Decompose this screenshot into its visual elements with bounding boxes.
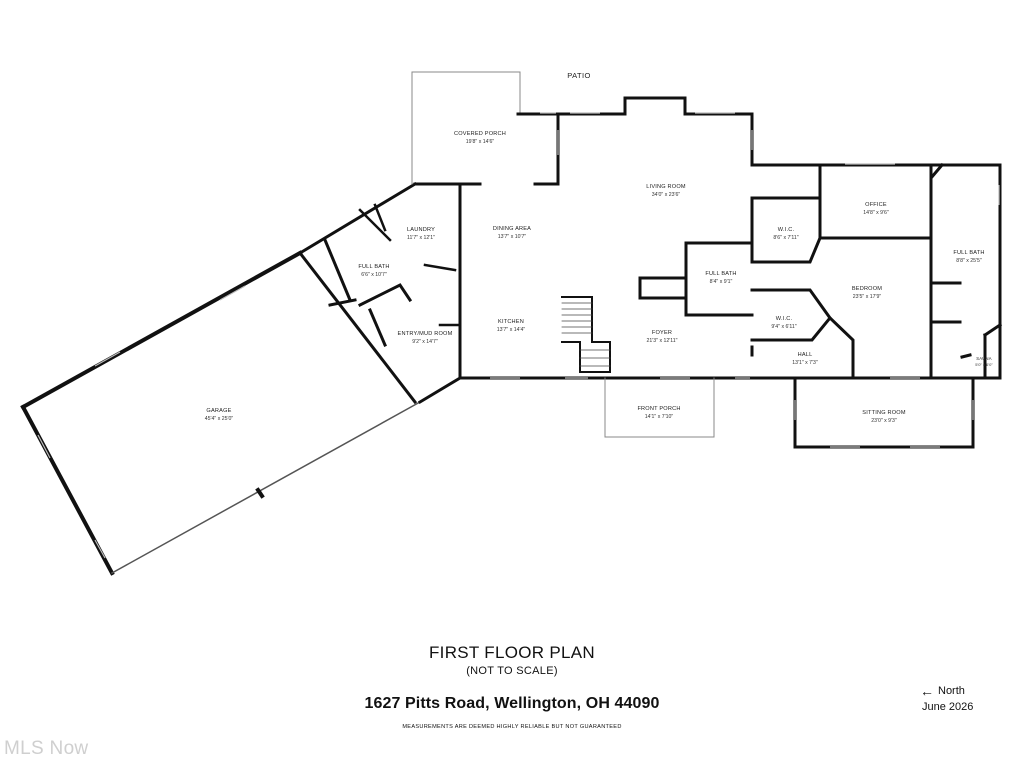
room-dims-wic-lower: 9'4" x 6'11" <box>771 324 796 330</box>
north-wall <box>929 162 945 183</box>
stairs <box>561 296 611 373</box>
room-name-wic-lower: W.I.C. <box>776 316 793 322</box>
room-dims-sauna: 5'0" x 6'0" <box>975 362 993 367</box>
room-name-full-bath-east: FULL BATH <box>953 250 984 256</box>
fireplace <box>623 96 687 116</box>
room-dims-full-bath-laundry: 6'6" x 10'7" <box>361 272 387 278</box>
room-dims-bedroom: 23'5" x 17'9" <box>853 294 882 300</box>
laundry-wall <box>373 203 387 232</box>
room-dims-full-bath-east: 8'8" x 25'5" <box>956 258 982 264</box>
room-name-garage: GARAGE <box>206 408 231 414</box>
connector-wall <box>417 375 463 405</box>
room-name-entry-mud-room: ENTRY/MUD ROOM <box>398 331 453 337</box>
garage-wall <box>110 400 422 575</box>
room-dims-living-room: 34'0" x 23'6" <box>652 192 681 198</box>
room-dims-kitchen: 13'7" x 14'4" <box>497 327 526 333</box>
room-name-kitchen: KITCHEN <box>498 319 524 325</box>
room-dims-entry-mud-room: 9'2" x 14'7" <box>412 339 438 345</box>
patio-label: PATIO <box>567 71 590 80</box>
room-dims-covered-porch: 19'8" x 14'6" <box>466 139 495 145</box>
walls <box>20 71 1003 576</box>
garage-wall <box>20 250 303 410</box>
laundry-wall <box>328 298 357 307</box>
laundry-wall <box>368 308 387 347</box>
room-name-living-room: LIVING ROOM <box>646 184 686 190</box>
wic-lower-wall <box>750 288 832 342</box>
garage-wall <box>297 250 418 405</box>
plan-title: FIRST FLOOR PLAN <box>428 643 596 662</box>
room-dims-hall: 13'1" x 7'3" <box>792 360 818 366</box>
hall-wall <box>827 315 855 380</box>
room-name-covered-porch: COVERED PORCH <box>454 131 506 137</box>
front-porch-rail <box>604 377 715 438</box>
room-name-full-bath-laundry: FULL BATH <box>358 264 389 270</box>
garage-wall <box>255 487 265 499</box>
room-name-sauna: SAUNA <box>976 356 991 361</box>
room-dims-full-bath-center: 8'4" x 9'1" <box>710 279 733 285</box>
north-indicator: ← North <box>920 682 965 699</box>
room-name-wic-upper: W.I.C. <box>778 227 795 233</box>
center-bath-wall <box>684 241 754 317</box>
laundry-wall <box>323 238 352 302</box>
connector-wall <box>297 181 418 256</box>
room-name-full-bath-center: FULL BATH <box>705 271 736 277</box>
room-dims-office: 14'8" x 9'6" <box>863 210 889 216</box>
plan-subtitle: (NOT TO SCALE) <box>466 665 558 677</box>
room-dims-garage: 45'4" x 25'0" <box>205 416 234 422</box>
covered-porch-wall <box>533 112 560 186</box>
wic-upper-wall <box>750 196 822 264</box>
garage-wall <box>20 404 115 576</box>
room-name-dining-area: DINING AREA <box>493 226 531 232</box>
sauna-wall <box>960 353 972 359</box>
room-dims-sitting-room: 23'0" x 9'3" <box>871 418 897 424</box>
north-label: North <box>938 685 965 697</box>
floor-plan-drawing: PATIO COVERED PORCH 19'8" x 14'6" LIVING… <box>20 71 1003 576</box>
room-name-bedroom: BEDROOM <box>852 286 882 292</box>
laundry-wall <box>423 263 457 272</box>
room-name-foyer: FOYER <box>652 330 672 336</box>
room-labels: COVERED PORCH 19'8" x 14'6" LIVING ROOM … <box>205 131 994 424</box>
room-dims-wic-upper: 8'6" x 7'11" <box>773 235 798 241</box>
room-dims-foyer: 21'3" x 12'11" <box>647 338 678 344</box>
room-name-office: OFFICE <box>865 202 887 208</box>
measurement-disclaimer: MEASUREMENTS ARE DEEMED HIGHLY RELIABLE … <box>402 724 622 730</box>
room-dims-laundry: 11'7" x 12'1" <box>407 235 435 241</box>
room-dims-dining-area: 13'7" x 10'7" <box>498 234 527 240</box>
room-name-sitting-room: SITTING ROOM <box>862 410 906 416</box>
room-dims-front-porch: 14'1" x 7'10" <box>645 414 674 420</box>
stair-treads <box>561 302 611 367</box>
room-name-laundry: LAUNDRY <box>407 227 435 233</box>
covered-porch-rail <box>411 71 521 185</box>
laundry-wall <box>357 283 413 308</box>
mls-watermark: MLS Now <box>4 738 89 759</box>
windows <box>37 112 1000 559</box>
plan-date: June 2026 <box>922 701 974 713</box>
sauna-wall <box>982 322 1003 338</box>
arrow-left-icon: ← <box>920 682 934 699</box>
room-name-front-porch: FRONT PORCH <box>637 406 680 412</box>
property-address: 1627 Pitts Road, Wellington, OH 44090 <box>364 695 660 712</box>
laundry-wall <box>358 208 392 242</box>
room-name-hall: HALL <box>798 352 813 358</box>
